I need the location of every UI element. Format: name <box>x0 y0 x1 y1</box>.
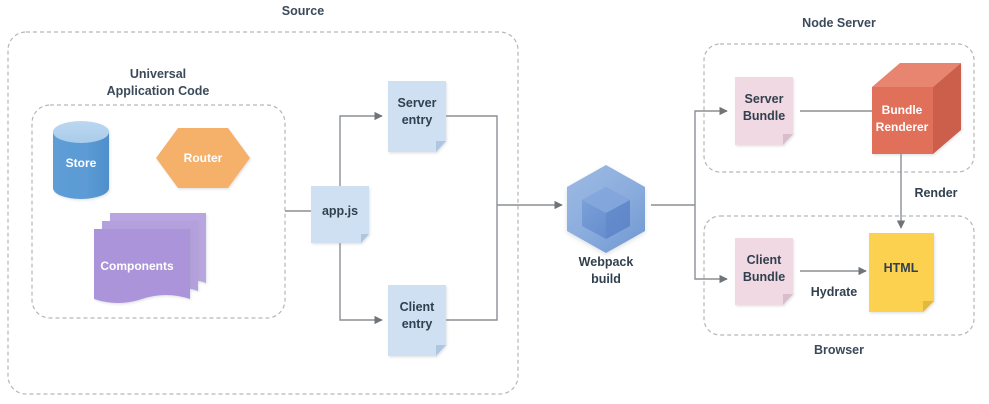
node-server-bundle-label-line1: Server <box>745 92 784 106</box>
node-webpack-label-line2: build <box>591 272 621 286</box>
node-client-entry-label-line2: entry <box>402 317 433 331</box>
node-server-entry-label-line1: Server <box>398 96 437 110</box>
node-webpack-build[interactable] <box>567 165 645 253</box>
node-appjs-label: app.js <box>322 204 358 218</box>
node-store-label: Store <box>66 156 97 170</box>
node-bundle-renderer[interactable] <box>872 63 961 154</box>
node-appjs[interactable] <box>311 186 369 243</box>
node-webpack-label-line1: Webpack <box>579 255 634 269</box>
group-label-browser: Browser <box>814 343 864 357</box>
group-label-source: Source <box>282 4 324 18</box>
node-html[interactable] <box>869 233 934 312</box>
group-box-source <box>7 31 519 395</box>
node-client-bundle[interactable] <box>735 238 793 305</box>
node-client-entry[interactable] <box>388 285 446 356</box>
connector-webpack-to-bundles <box>651 106 728 284</box>
node-bundle-renderer-label-line2: Renderer <box>876 120 929 134</box>
edge-label-render: Render <box>914 186 957 200</box>
connector-appjs-to-client-entry <box>339 243 383 325</box>
node-client-entry-label-line1: Client <box>400 300 436 314</box>
group-label-universal-line1: Universal <box>130 67 186 81</box>
node-client-bundle-label-line2: Bundle <box>743 270 785 284</box>
connector-entries-to-webpack <box>446 115 563 321</box>
group-box-browser <box>703 215 975 336</box>
connector-appjs-to-server-entry <box>339 111 383 186</box>
node-router-label: Router <box>184 151 223 165</box>
node-html-label: HTML <box>884 261 919 275</box>
group-box-node-server <box>703 43 975 173</box>
node-components-label: Components <box>100 259 174 273</box>
edge-label-hydrate: Hydrate <box>811 285 858 299</box>
node-server-bundle[interactable] <box>735 77 793 145</box>
node-bundle-renderer-label-line1: Bundle <box>882 103 923 117</box>
group-label-node-server: Node Server <box>802 16 876 30</box>
node-server-bundle-label-line2: Bundle <box>743 109 785 123</box>
node-server-entry-label-line2: entry <box>402 113 433 127</box>
group-box-universal-application-code <box>31 104 286 319</box>
group-label-universal-line2: Application Code <box>107 84 210 98</box>
node-client-bundle-label-line1: Client <box>747 253 783 267</box>
node-components[interactable] <box>94 213 206 303</box>
node-store[interactable] <box>53 121 109 199</box>
node-router[interactable] <box>156 128 250 188</box>
node-server-entry[interactable] <box>388 81 446 152</box>
